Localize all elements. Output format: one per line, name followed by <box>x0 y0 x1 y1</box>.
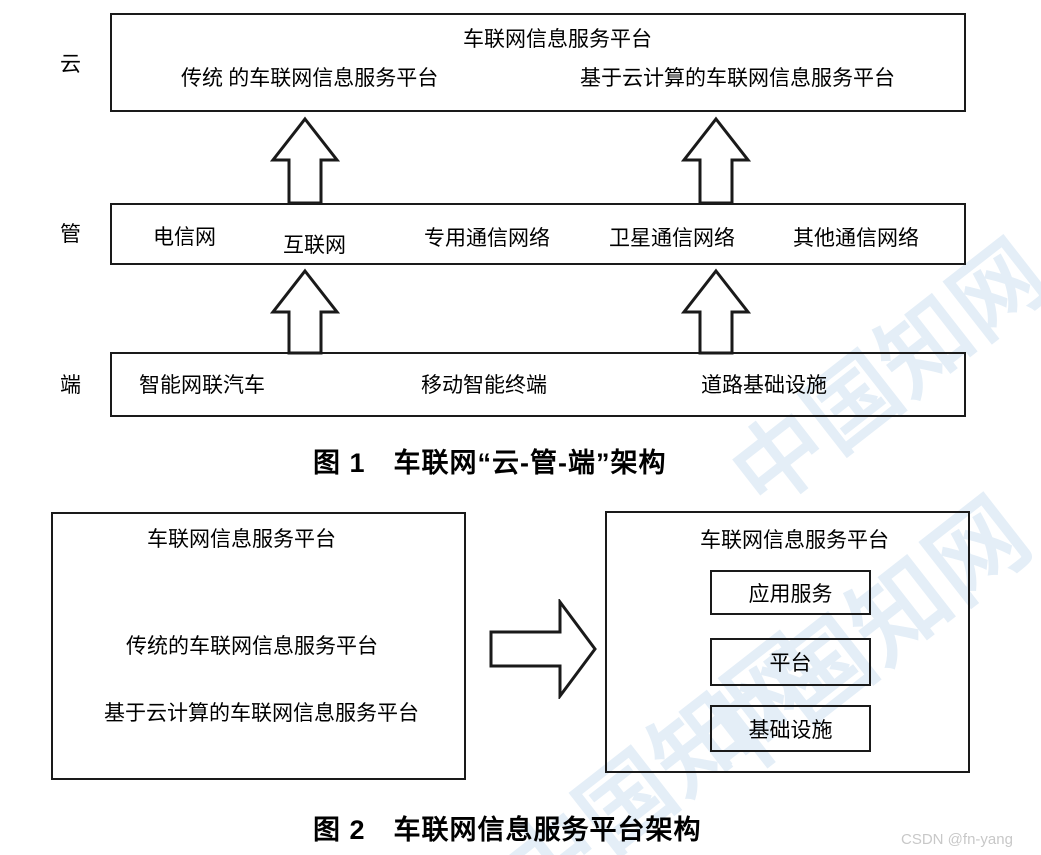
layer-box-application: 应用服务 <box>710 570 871 615</box>
new-platform-title: 车联网信息服务平台 <box>700 528 889 552</box>
cloud-layer-title: 车联网信息服务平台 <box>463 27 652 51</box>
row-label-device: 端 <box>60 373 81 397</box>
device-cell-infrastructure: 道路基础设施 <box>701 373 827 397</box>
pipe-cell-telecom: 电信网 <box>153 225 216 249</box>
row-label-cloud: 云 <box>60 52 81 76</box>
device-cell-vehicle: 智能网联汽车 <box>139 373 265 397</box>
pipe-layer-box <box>110 203 966 265</box>
legacy-platform-title: 车联网信息服务平台 <box>147 527 336 551</box>
cloud-cell-cloudbased: 基于云计算的车联网信息服务平台 <box>580 66 895 90</box>
legacy-platform-box <box>51 512 466 780</box>
device-cell-terminal: 移动智能终端 <box>421 373 547 397</box>
up-arrow-icon-left-lower <box>270 268 340 356</box>
figure-2-caption: 图 2 车联网信息服务平台架构 <box>313 815 702 845</box>
layer-label-infrastructure: 基础设施 <box>748 717 833 742</box>
pipe-cell-other: 其他通信网络 <box>793 226 919 250</box>
credit-watermark: CSDN @fn-yang <box>901 831 1013 848</box>
pipe-cell-dedicated: 专用通信网络 <box>424 226 550 250</box>
device-layer-box <box>110 352 966 417</box>
layer-box-infrastructure: 基础设施 <box>710 705 871 752</box>
row-label-pipe: 管 <box>60 222 81 246</box>
layer-label-platform: 平台 <box>769 651 812 675</box>
up-arrow-icon-right-lower <box>681 268 751 356</box>
up-arrow-icon-left-upper <box>270 116 340 206</box>
cloud-cell-traditional: 传统 的车联网信息服务平台 <box>181 66 439 90</box>
legacy-platform-line-traditional: 传统的车联网信息服务平台 <box>126 634 378 658</box>
pipe-cell-satellite: 卫星通信网络 <box>609 226 735 250</box>
legacy-platform-line-cloudbased: 基于云计算的车联网信息服务平台 <box>104 701 419 725</box>
right-block-arrow-icon <box>488 599 598 699</box>
cloud-layer-box <box>110 13 966 112</box>
new-platform-box <box>605 511 970 773</box>
up-arrow-icon-right-upper <box>681 116 751 206</box>
layer-box-platform: 平台 <box>710 638 871 686</box>
pipe-cell-internet: 互联网 <box>283 233 346 257</box>
figure-1-caption: 图 1 车联网“云-管-端”架构 <box>313 448 667 478</box>
layer-label-application: 应用服务 <box>748 581 833 606</box>
